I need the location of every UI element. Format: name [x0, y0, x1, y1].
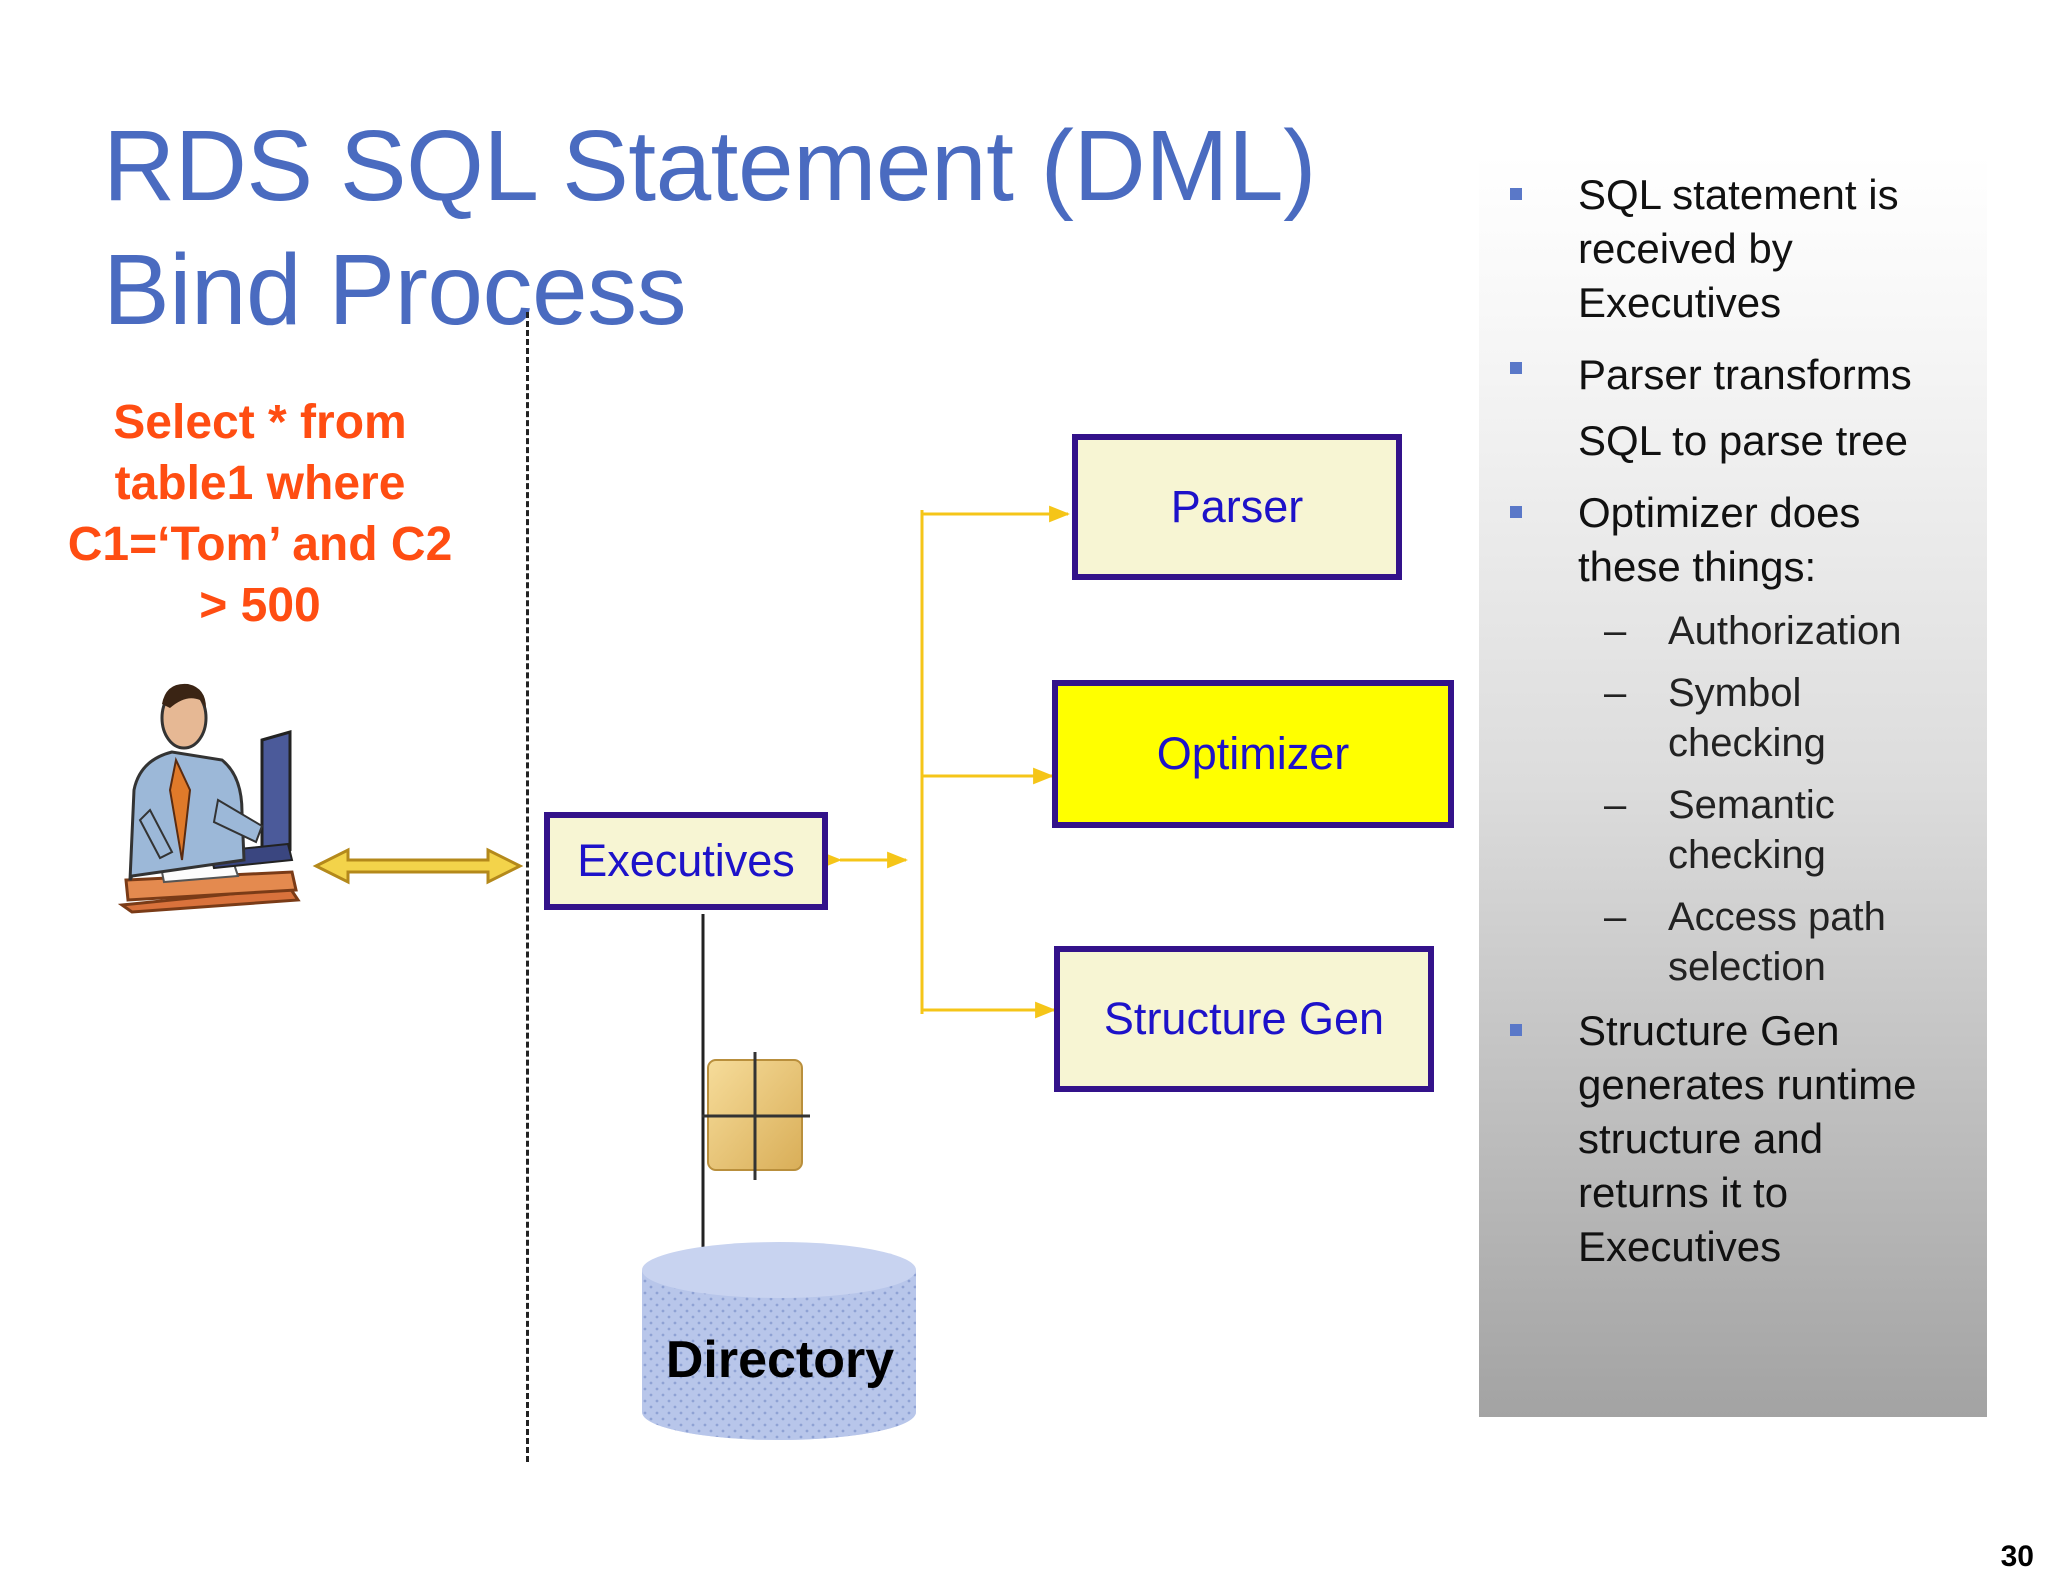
executives-connectors: [821, 505, 1071, 1019]
bullet-square-icon: [1510, 506, 1522, 518]
bullet-square-icon: [1510, 362, 1522, 374]
query-line-2: table1 where: [114, 457, 406, 510]
executives-label: Executives: [577, 835, 795, 886]
bullet-square-icon: [1510, 1024, 1522, 1036]
sub-authorization: – Authorization: [1604, 609, 1902, 653]
sub-semantic-checking: – Semantic checking: [1604, 783, 1835, 877]
structure-gen-label: Structure Gen: [1103, 993, 1385, 1044]
bullet-executives: SQL statement is received by Executives: [1500, 168, 1970, 330]
notes-list: SQL statement is received by Executives …: [1500, 168, 1970, 1286]
query-line-4: > 500: [199, 579, 321, 632]
directory-label: Directory: [665, 1331, 895, 1389]
query-line-1: Select * from: [113, 396, 407, 449]
notes-panel: [1479, 155, 1987, 1417]
sub-access-path-selection: – Access path selection: [1604, 895, 1886, 989]
grid-package-icon: [702, 1052, 810, 1180]
bullet-square-icon: [1510, 188, 1522, 200]
query-line-3: C1=‘Tom’ and C2: [67, 518, 453, 571]
page-number: 30: [2000, 1540, 2034, 1573]
title-line-1: RDS SQL Statement (DML): [103, 110, 1316, 222]
bullet-optimizer: Optimizer does these things:: [1500, 486, 1970, 594]
person-executives-arrow: [312, 847, 524, 885]
sub-symbol-checking: – Symbol checking: [1604, 671, 1826, 765]
title-line-2: Bind Process: [103, 234, 687, 346]
parser-label: Parser: [1170, 481, 1304, 532]
optimizer-label: Optimizer: [1156, 728, 1350, 779]
database-cylinder-icon: [642, 1242, 916, 1440]
optimizer-box: Optimizer: [1052, 680, 1454, 828]
bullet-parser: Parser transforms SQL to parse tree: [1500, 342, 1970, 474]
slide-title: RDS SQL Statement (DML) Bind Process: [103, 104, 1316, 352]
parser-box: Parser: [1072, 434, 1402, 580]
boundary-divider: [526, 312, 529, 1462]
structure-gen-box: Structure Gen: [1054, 946, 1434, 1092]
person-at-computer-icon: [117, 683, 301, 914]
executives-box: Executives: [544, 812, 828, 910]
sql-query-text: Select * from table1 where C1=‘Tom’ and …: [40, 392, 480, 636]
bullet-structure-gen: Structure Gen generates runtime structur…: [1500, 1004, 1970, 1274]
